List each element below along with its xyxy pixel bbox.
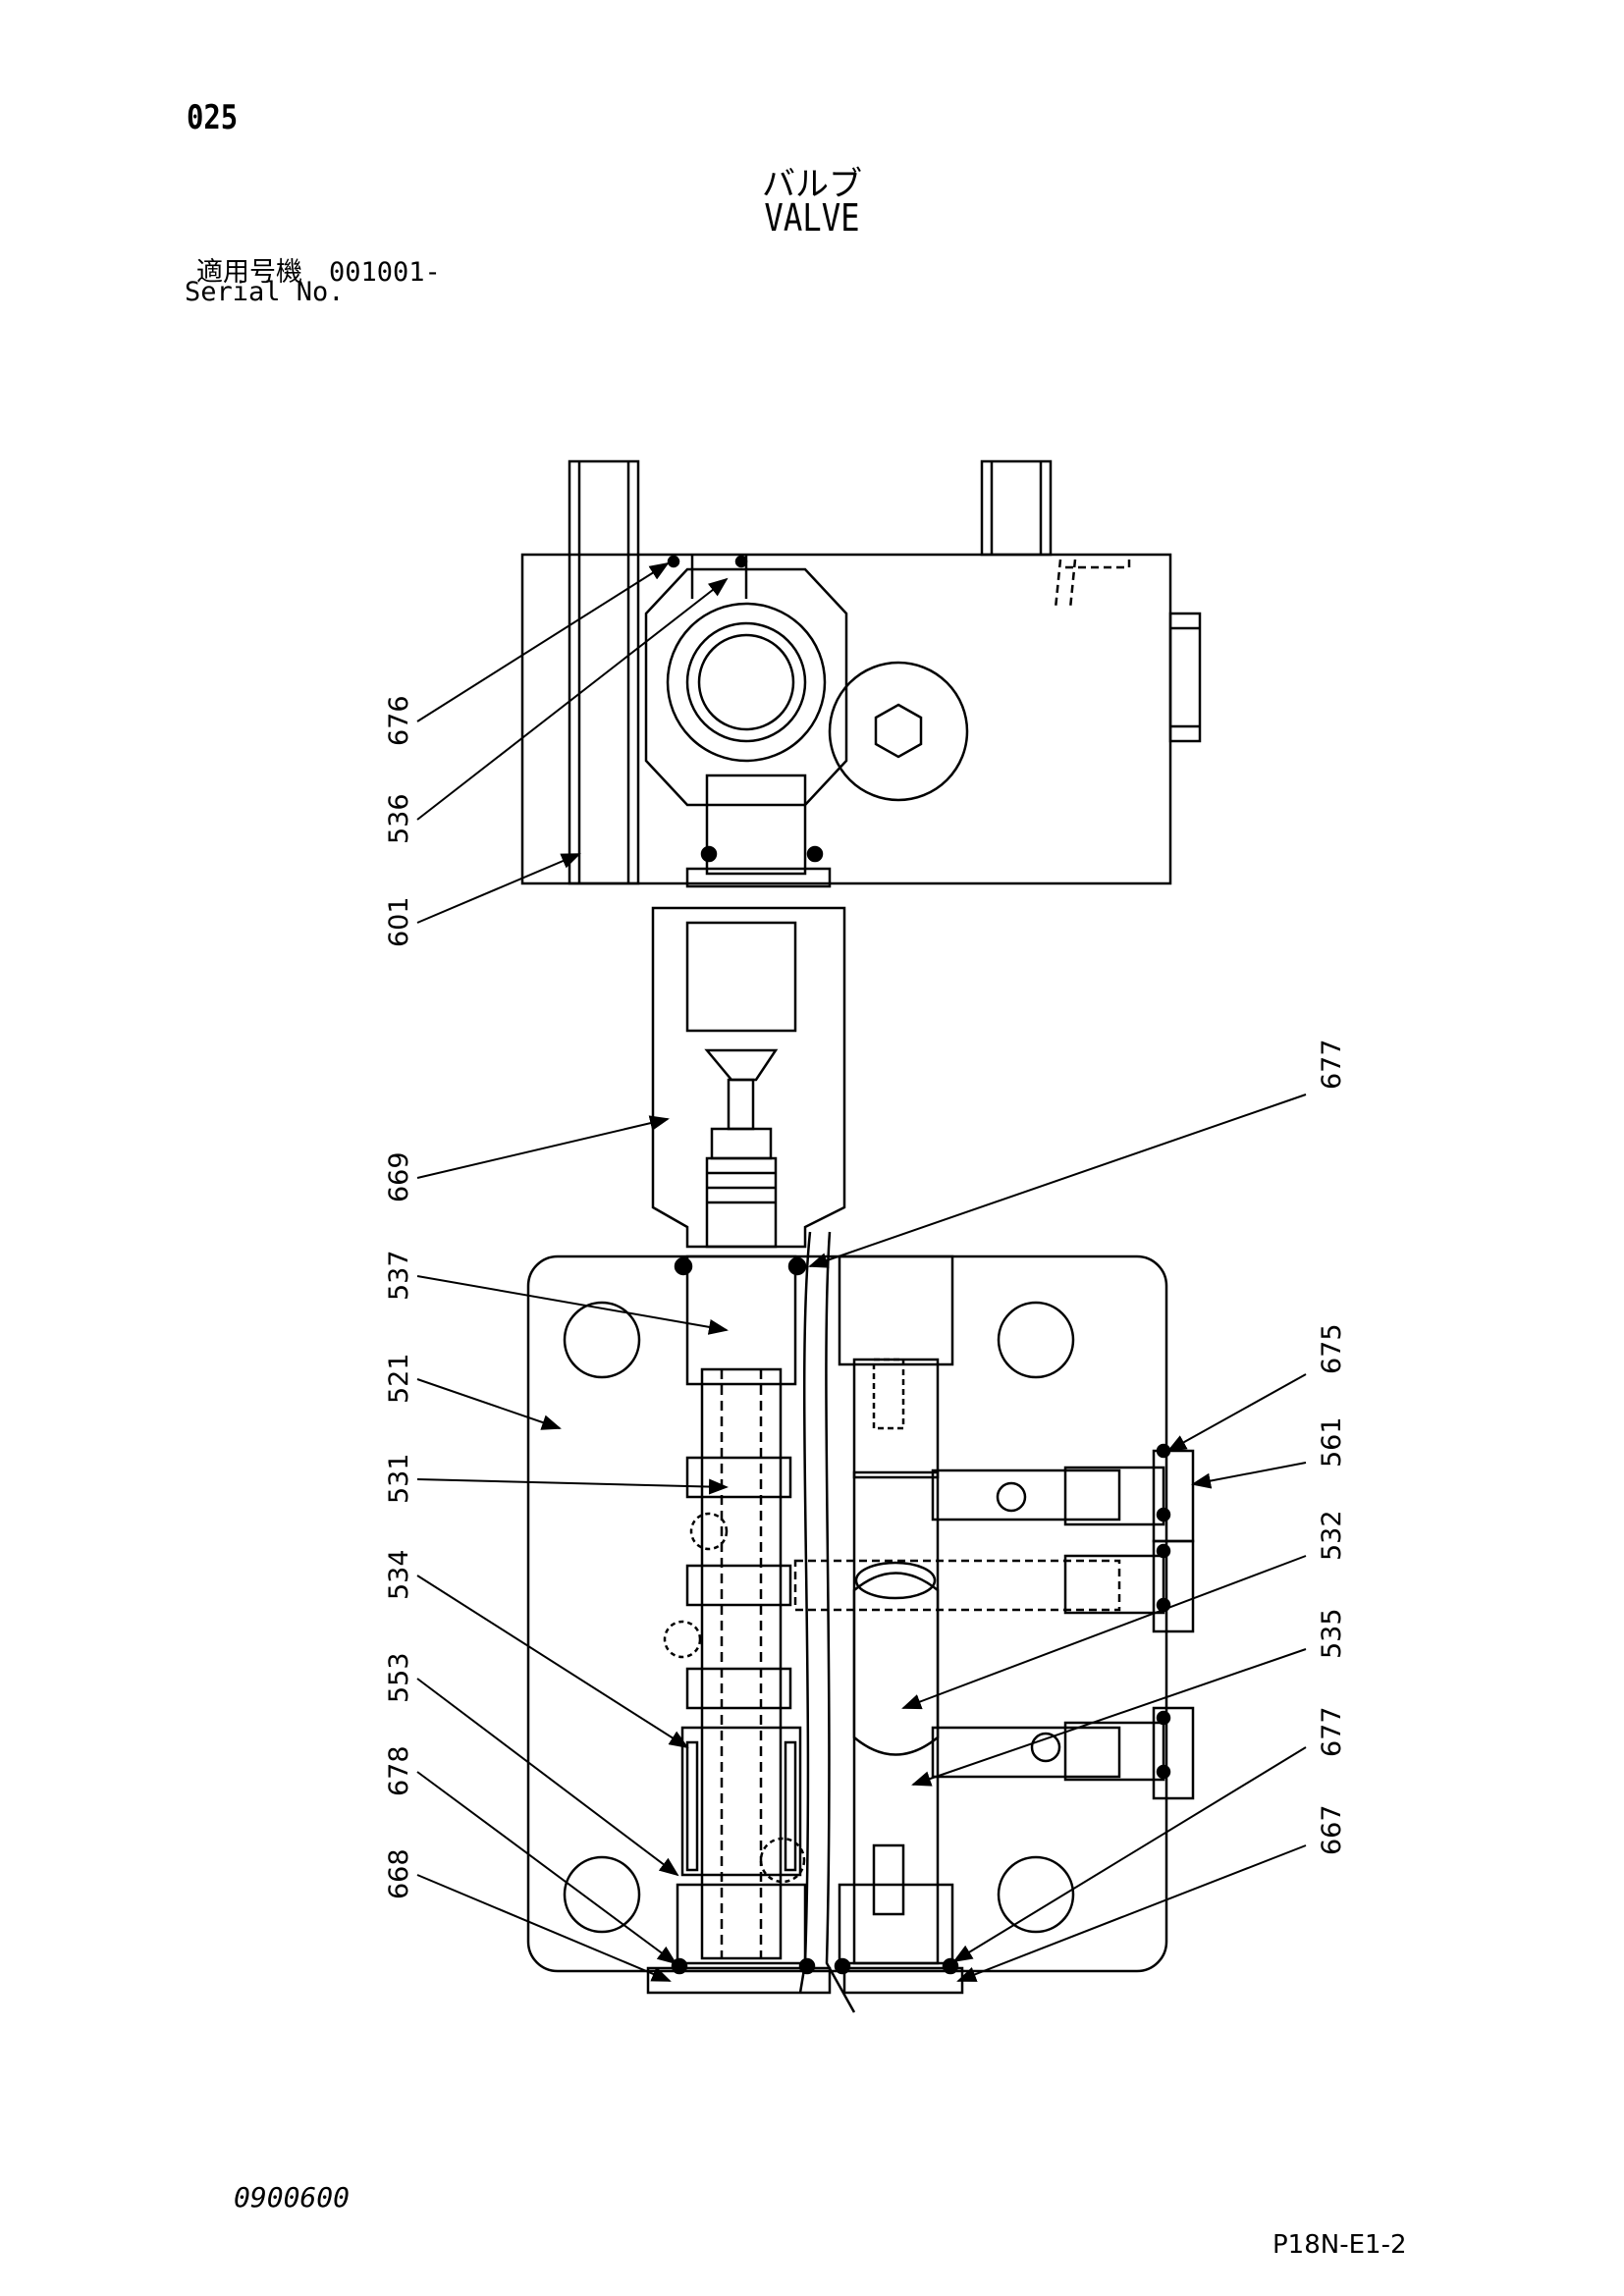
page-number: 025: [187, 98, 239, 137]
lower-valve-body: [526, 1231, 1195, 2013]
document-code: 0900600: [234, 2181, 351, 2214]
callout-532: 532: [1317, 1510, 1347, 1561]
callout-534: 534: [384, 1549, 414, 1600]
middle-cap: [651, 906, 846, 1276]
serial-label-japanese: 適用号機 001001-: [196, 257, 441, 288]
serial-label-english: Serial No.: [185, 277, 345, 307]
callout-531: 531: [384, 1453, 414, 1504]
callout-677-top: 677: [1317, 1039, 1347, 1090]
callout-677-bottom: 677: [1317, 1706, 1347, 1757]
callout-553: 553: [384, 1652, 414, 1703]
callout-536: 536: [384, 793, 414, 844]
callout-labels: 676 536 601 669 537 521 531 534 553 678 …: [384, 695, 1347, 1899]
sheet-reference: P18N-E1-2: [1272, 2230, 1407, 2260]
callout-675: 675: [1317, 1323, 1347, 1374]
callout-667: 667: [1317, 1804, 1347, 1855]
callout-668: 668: [384, 1848, 414, 1899]
callout-669: 669: [384, 1151, 414, 1202]
callout-678: 678: [384, 1745, 414, 1796]
title-japanese: バルブ: [762, 165, 862, 204]
callout-521: 521: [384, 1353, 414, 1404]
leader-lines: [416, 561, 1307, 1982]
upper-block: [520, 459, 1202, 888]
callout-561: 561: [1317, 1416, 1347, 1468]
title-english: VALVE: [764, 196, 860, 240]
callout-535: 535: [1317, 1608, 1347, 1659]
callout-537: 537: [384, 1250, 414, 1301]
callout-676: 676: [384, 695, 414, 746]
callout-601: 601: [384, 896, 414, 947]
